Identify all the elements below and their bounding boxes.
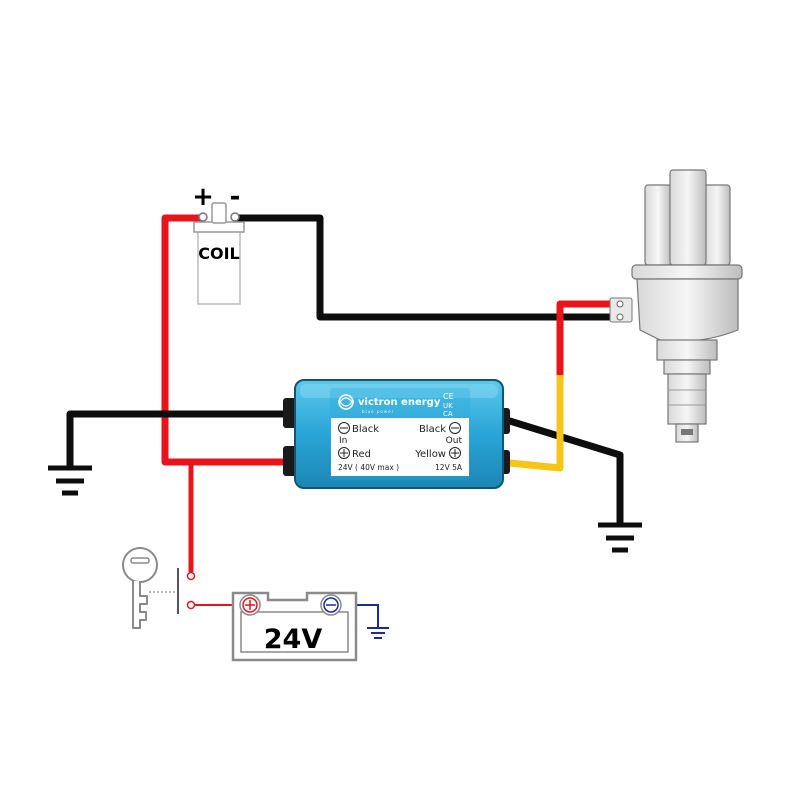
red-wire-coil [161, 214, 298, 466]
battery-positive-terminal-icon [239, 594, 261, 616]
input-positive-symbol-icon [338, 447, 350, 459]
brand-name: victron energy [358, 397, 441, 408]
yellow-wire-output [499, 375, 564, 472]
battery: 24V [231, 591, 358, 662]
input-rating: 24V ( 40V max ) [338, 463, 399, 472]
switch-contact-bottom [186, 600, 196, 610]
input-label: In [339, 436, 347, 446]
key-switch [122, 547, 196, 629]
output-negative-label: Black [419, 424, 446, 435]
converter-spec-panel [331, 418, 469, 476]
black-wire-coil-dist [236, 214, 612, 321]
output-negative-symbol-icon [449, 422, 461, 434]
output-positive-symbol-icon [449, 447, 461, 459]
input-negative-label: Black [352, 424, 379, 435]
coil-negative-terminal [230, 212, 240, 222]
red-wire-dist [556, 300, 612, 378]
coil-minus-label: - [230, 182, 241, 212]
mark-ce: CE [443, 392, 454, 401]
output-label: Out [446, 436, 463, 446]
output-rating: 12V 5A [435, 463, 463, 472]
victron-logo-icon [338, 394, 354, 410]
battery-voltage-label: 24V [264, 624, 323, 655]
ground-right-icon [598, 522, 642, 553]
output-positive-label: Yellow [414, 449, 446, 460]
ground-left-icon [48, 465, 92, 496]
input-positive-label: Red [352, 449, 371, 460]
input-negative-symbol-icon [338, 422, 350, 434]
ignition-key-icon [122, 547, 158, 629]
mark-uk: UK [443, 402, 453, 410]
coil-positive-terminal [198, 212, 208, 222]
black-wire-input-ground [66, 410, 298, 468]
black-wire-output-ground [498, 414, 624, 523]
mark-ca: CA [443, 410, 453, 418]
dc-dc-converter: victron energy blue power CE UK CA Black… [283, 379, 510, 489]
distributor [609, 169, 743, 443]
switch-contact-top [186, 571, 196, 581]
ground-battery-icon [367, 627, 389, 639]
coil-plus-label: + [192, 182, 214, 212]
wires [66, 214, 624, 628]
battery-negative-terminal-icon [320, 594, 342, 616]
coil-name-label: COIL [198, 244, 240, 263]
brand-tagline: blue power [362, 409, 394, 414]
ignition-coil: + - COIL [192, 182, 245, 305]
